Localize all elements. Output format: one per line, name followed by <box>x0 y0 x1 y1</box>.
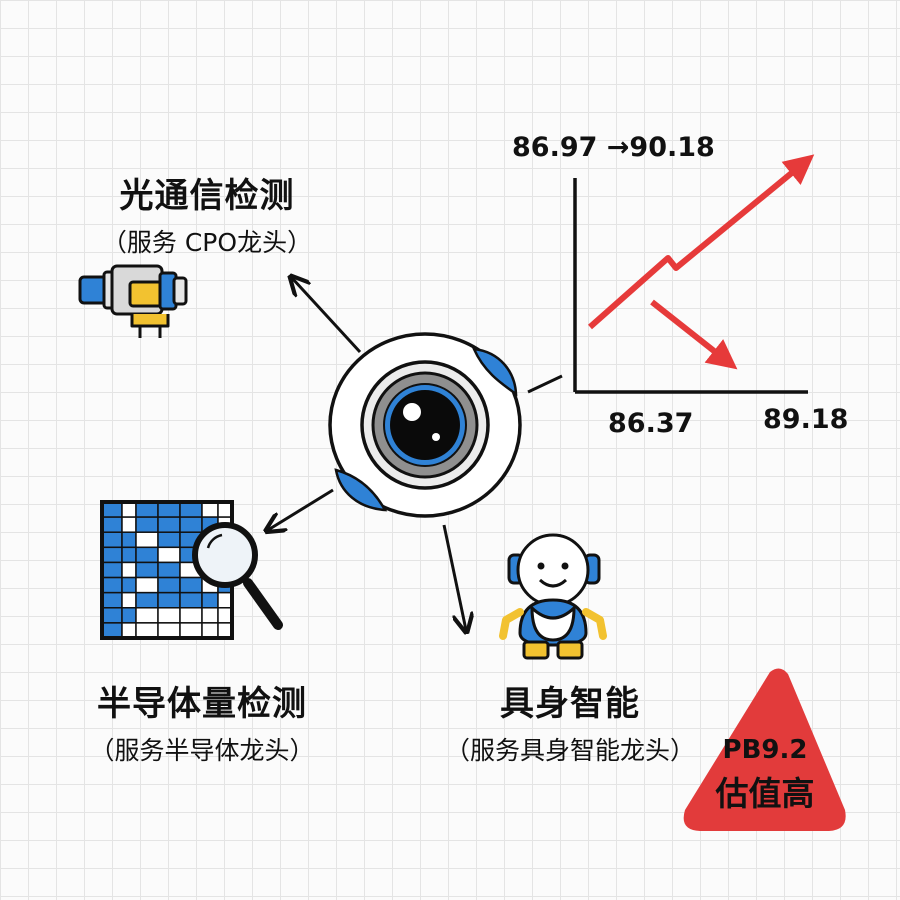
wafer-cell <box>121 546 137 564</box>
wafer-cell <box>157 622 181 639</box>
warning-text: PB9.2 估值高 <box>690 735 840 815</box>
semiconductor-subtitle: （服务半导体龙头） <box>89 736 315 765</box>
embodied-label: 具身智能 （服务具身智能龙头） <box>430 676 710 767</box>
wafer-cell <box>135 622 159 639</box>
wafer-cell <box>121 561 137 579</box>
wafer-cell <box>157 591 181 609</box>
wafer-cell <box>135 591 159 609</box>
arrow-to-optical <box>292 278 362 354</box>
wafer-cell <box>121 622 137 639</box>
arrow-to-semiconductor <box>268 488 334 530</box>
trend-down-arrow <box>650 299 738 370</box>
wafer-cell <box>101 622 123 639</box>
wafer-cell <box>135 501 159 518</box>
wafer-cell <box>121 531 137 549</box>
wafer-cell <box>179 516 203 533</box>
wafer-cell <box>201 501 219 518</box>
warning-triangle <box>683 668 846 831</box>
semiconductor-title: 半导体量检测 <box>97 684 307 724</box>
camera-lens-eye-icon <box>328 332 522 518</box>
arrow-to-embodied <box>442 524 466 630</box>
wafer-cell <box>201 591 219 609</box>
wafer-cell <box>101 531 123 549</box>
wafer-cell <box>179 591 203 609</box>
wafer-cell <box>101 576 123 594</box>
wafer-cell <box>217 607 233 624</box>
optical-module-icon <box>78 264 188 338</box>
trend-top-label: 86.97 →90.18 <box>512 132 715 163</box>
optical-title: 光通信检测 <box>119 176 295 216</box>
semiconductor-label: 半导体量检测 （服务半导体龙头） <box>62 676 342 767</box>
wafer-cell <box>179 576 203 594</box>
wafer-cell <box>157 546 181 564</box>
wafer-cell <box>179 607 203 624</box>
warning-line1: PB9.2 <box>722 735 808 765</box>
wafer-cell <box>201 607 219 624</box>
optical-label: 光通信检测 （服务 CPO龙头） <box>92 168 322 259</box>
wafer-cell <box>157 607 181 624</box>
trend-up-arrow <box>588 154 815 330</box>
wafer-cell <box>217 622 233 639</box>
wafer-cell <box>135 576 159 594</box>
warning-line2: 估值高 <box>715 774 815 813</box>
wafer-cell <box>179 501 203 518</box>
wafer-magnifier-icon <box>100 500 283 640</box>
wafer-cell <box>157 516 181 533</box>
wafer-cell <box>135 531 159 549</box>
connector-to-chart <box>527 374 563 394</box>
wafer-cell <box>121 607 137 624</box>
wafer-cell <box>121 516 137 533</box>
wafer-cell <box>101 561 123 579</box>
wafer-cell <box>135 516 159 533</box>
wafer-cell <box>201 622 219 639</box>
wafer-cell <box>135 607 159 624</box>
robot-icon <box>499 533 607 660</box>
embodied-subtitle: （服务具身智能龙头） <box>444 736 695 765</box>
wafer-cell <box>121 591 137 609</box>
wafer-cell <box>121 576 137 594</box>
wafer-cell <box>101 516 123 533</box>
wafer-cell <box>157 531 181 549</box>
wafer-cell <box>101 607 123 624</box>
trend-bottom-right-label: 89.18 <box>763 404 849 435</box>
optical-subtitle: （服务 CPO龙头） <box>101 228 313 257</box>
wafer-cell <box>101 546 123 564</box>
wafer-cell <box>217 591 233 609</box>
wafer-cell <box>179 622 203 639</box>
wafer-cell <box>101 501 123 518</box>
wafer-cell <box>157 576 181 594</box>
trend-chart <box>573 154 815 394</box>
wafer-cell <box>157 561 181 579</box>
wafer-cell <box>157 501 181 518</box>
wafer-cell <box>101 591 123 609</box>
trend-bottom-left-label: 86.37 <box>608 408 694 439</box>
wafer-cell <box>135 546 159 564</box>
embodied-title: 具身智能 <box>500 684 640 724</box>
wafer-cell <box>121 501 137 518</box>
wafer-cell <box>217 501 233 518</box>
wafer-cell <box>135 561 159 579</box>
